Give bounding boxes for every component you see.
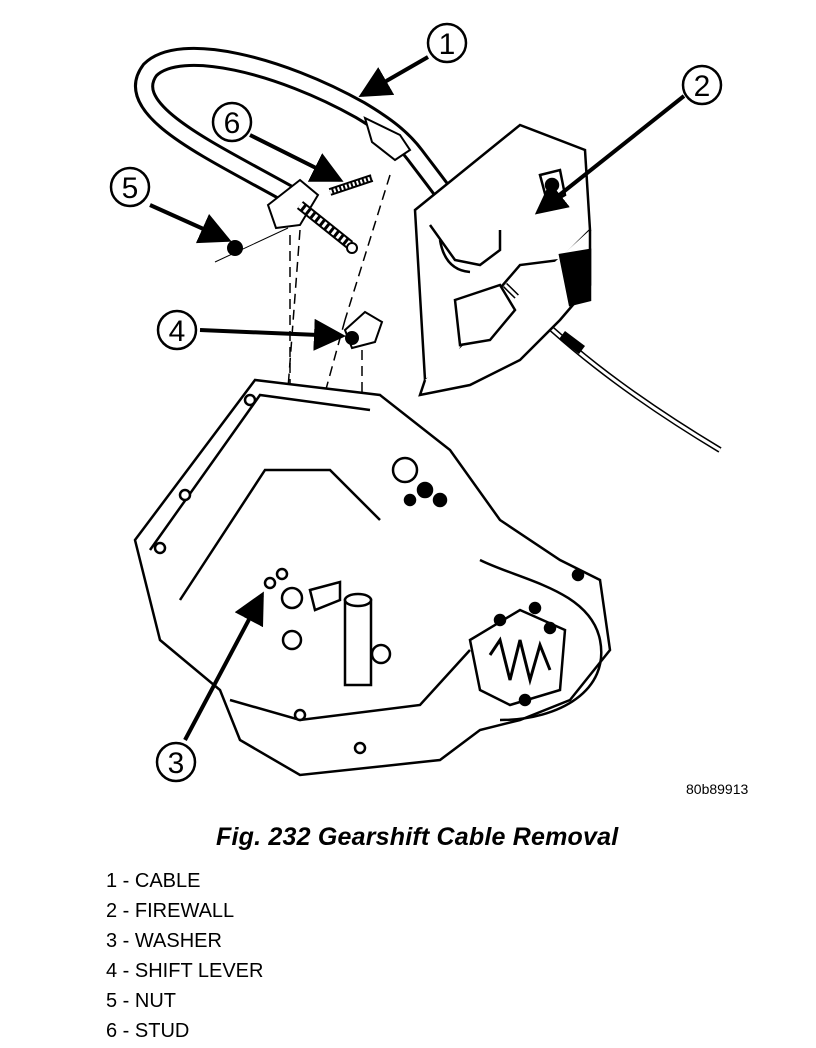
cable-end-hardware-drawing: [214, 174, 374, 263]
legend-item-stud: 6 - STUD: [106, 1020, 190, 1042]
legend-list: 1 - CABLE 2 - FIREWALL 3 - WASHER 4 - SH…: [106, 866, 263, 1046]
shift-lever-drawing: [343, 310, 384, 350]
firewall-bracket-drawing: [413, 123, 592, 397]
callout-2-number: 2: [694, 70, 711, 103]
callout-arrows: [149, 55, 686, 741]
callout-3-number: 3: [168, 747, 185, 780]
callout-6-number: 6: [224, 107, 241, 140]
transmission-drawing: [133, 378, 612, 777]
callout-4-number: 4: [169, 315, 186, 348]
callout-3: 3: [155, 741, 197, 783]
gearshift-cable-diagram: 1 2 6 5 4 3: [109, 22, 723, 783]
legend-item-nut: 5 - NUT: [106, 990, 176, 1012]
figure-code: 80b89913: [686, 781, 749, 797]
callout-4: 4: [156, 309, 198, 351]
callout-6: 6: [211, 101, 253, 143]
callout-5-number: 5: [122, 172, 139, 205]
legend-item-washer: 3 - WASHER: [106, 930, 222, 952]
legend-item-firewall: 2 - FIREWALL: [106, 900, 235, 922]
callout-1: 1: [426, 22, 468, 64]
callout-1-number: 1: [439, 28, 456, 61]
figure-caption: Fig. 232 Gearshift Cable Removal: [216, 823, 619, 851]
legend-item-shift-lever: 4 - SHIFT LEVER: [106, 960, 264, 982]
callout-5: 5: [109, 166, 151, 208]
callout-2: 2: [681, 64, 723, 106]
legend-item-cable: 1 - CABLE: [106, 870, 201, 892]
